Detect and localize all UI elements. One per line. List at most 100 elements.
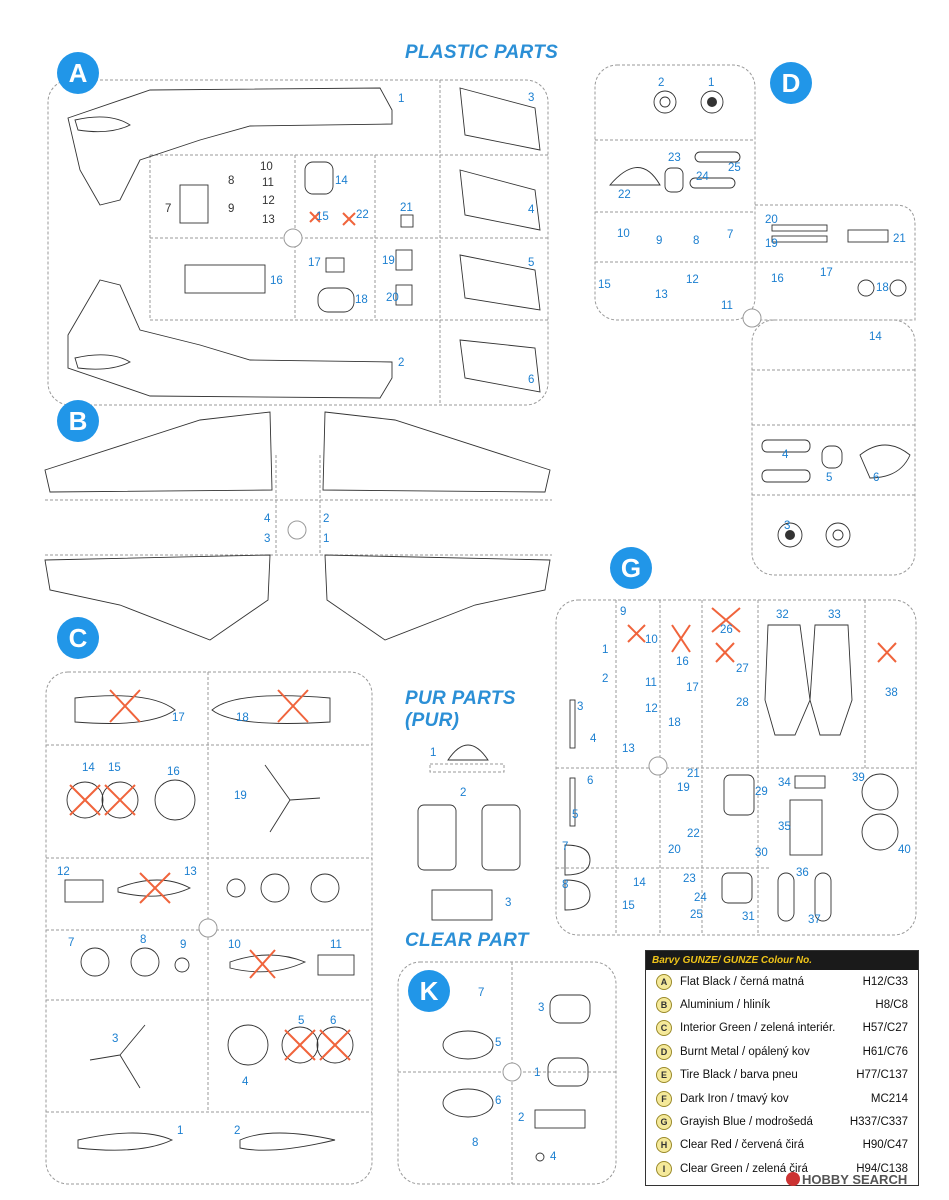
- part-number: 12: [645, 703, 658, 715]
- part-number: 31: [742, 911, 755, 923]
- part-number: 10: [645, 634, 658, 646]
- part-number: 16: [270, 275, 283, 287]
- part-number: 24: [694, 892, 707, 904]
- colour-name: Dark Iron / tmavý kov: [680, 1092, 789, 1105]
- part-number: 1: [177, 1125, 184, 1137]
- colour-code: H57/C27: [862, 1022, 908, 1035]
- part-number: 10: [228, 939, 241, 951]
- part-number: 6: [587, 775, 594, 787]
- legend-title: Barvy GUNZE/ GUNZE Colour No.: [646, 951, 918, 970]
- part-number: 2: [234, 1125, 241, 1137]
- part-number: 9: [656, 235, 663, 247]
- part-number: 15: [108, 762, 121, 774]
- part-number: 12: [57, 866, 70, 878]
- part-number: 5: [495, 1037, 502, 1049]
- part-number: 21: [893, 233, 906, 245]
- part-number: 4: [590, 733, 597, 745]
- colour-code: H77/C137: [856, 1069, 908, 1082]
- part-number: 14: [82, 762, 95, 774]
- part-number: 2: [398, 357, 405, 369]
- colour-code: MC214: [870, 1092, 908, 1105]
- colour-key-badge: G: [656, 1114, 672, 1131]
- part-number: 20: [668, 844, 681, 856]
- part-number: 14: [869, 331, 882, 343]
- sprue-badge-b: B: [57, 400, 99, 442]
- part-number: 6: [528, 374, 535, 386]
- sprue-a: [47, 79, 549, 406]
- colour-code: H90/C47: [862, 1139, 908, 1152]
- sprue-badge-g: G: [610, 547, 652, 589]
- part-number: 11: [330, 939, 342, 951]
- part-number: 1: [708, 77, 715, 89]
- part-number: 22: [687, 828, 700, 840]
- part-number: 26: [720, 624, 733, 636]
- part-number: 11: [645, 677, 657, 689]
- part-number: 10: [617, 228, 630, 240]
- part-number: 28: [736, 697, 749, 709]
- colour-key-badge: B: [656, 997, 672, 1014]
- part-number: 5: [572, 809, 579, 821]
- part-number: 19: [765, 238, 778, 250]
- part-number: 14: [335, 175, 348, 187]
- colour-name: Clear Red / červená čirá: [680, 1139, 804, 1152]
- part-number: 6: [495, 1095, 502, 1107]
- pur-parts: [417, 744, 521, 921]
- colour-name: Tire Black / barva pneu: [680, 1069, 798, 1082]
- part-number: 12: [262, 195, 275, 207]
- part-number: 21: [687, 768, 700, 780]
- part-number: 39: [852, 772, 865, 784]
- heading-plastic-parts: PLASTIC PARTS: [405, 42, 559, 63]
- part-number: 19: [382, 255, 395, 267]
- part-number: 4: [242, 1076, 249, 1088]
- part-number: 2: [460, 787, 467, 799]
- part-number: 21: [400, 202, 413, 214]
- watermark: HOBBY SEARCH: [786, 1172, 907, 1187]
- part-number: 4: [528, 204, 535, 216]
- part-number: 3: [528, 92, 535, 104]
- part-number: 9: [180, 939, 187, 951]
- sprue-badge-a: A: [57, 52, 99, 94]
- part-number: 2: [323, 513, 330, 525]
- part-number: 1: [430, 747, 437, 759]
- part-number: 18: [355, 294, 368, 306]
- part-number: 38: [885, 687, 898, 699]
- part-number: 3: [538, 1002, 545, 1014]
- part-number: 17: [308, 257, 321, 269]
- part-number: 18: [668, 717, 681, 729]
- sprue-d: [594, 64, 916, 576]
- part-number: 35: [778, 821, 791, 833]
- sprue-badge-c: C: [57, 617, 99, 659]
- part-number: 8: [693, 235, 700, 247]
- part-number: 4: [782, 449, 789, 461]
- part-number: 2: [658, 77, 665, 89]
- colour-code: H94/C138: [856, 1162, 908, 1175]
- part-number: 2: [602, 673, 609, 685]
- part-number: 8: [228, 175, 235, 187]
- part-number: 22: [356, 209, 369, 221]
- sprue-badge-d: D: [770, 62, 812, 104]
- sprue-b: [44, 411, 552, 641]
- part-number: 17: [172, 712, 185, 724]
- part-number: 25: [690, 909, 703, 921]
- part-number: 29: [755, 786, 768, 798]
- colour-name: Flat Black / černá matná: [680, 975, 804, 988]
- part-number: 15: [316, 211, 329, 223]
- part-number: 19: [677, 782, 690, 794]
- sprue-badge-k: K: [408, 970, 450, 1012]
- part-number: 16: [676, 656, 689, 668]
- part-number: 3: [112, 1033, 119, 1045]
- colour-key-badge: H: [656, 1137, 672, 1154]
- colour-name: Aluminium / hliník: [680, 999, 771, 1012]
- part-number: 20: [386, 292, 399, 304]
- colour-name: Burnt Metal / opálený kov: [680, 1045, 810, 1058]
- part-number: 25: [728, 162, 741, 174]
- part-number: 7: [562, 841, 569, 853]
- part-number: 8: [472, 1137, 479, 1149]
